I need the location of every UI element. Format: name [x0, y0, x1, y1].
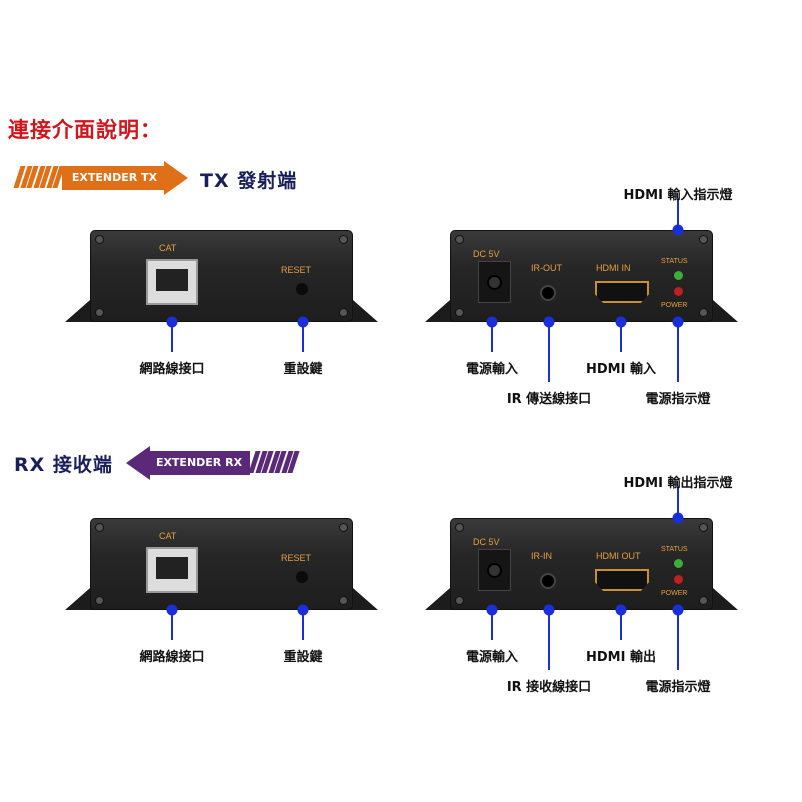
screw-icon	[95, 523, 104, 532]
callout-label: 重設鍵	[283, 362, 323, 377]
screw-icon	[339, 235, 348, 244]
rj45-port-icon	[146, 259, 198, 305]
hdmi-port-icon	[595, 281, 649, 303]
reset-label: RESET	[281, 553, 312, 563]
arrow-right-icon	[164, 161, 188, 195]
callout-dot	[615, 316, 627, 328]
callout-dot	[486, 604, 498, 616]
hdmi-label: HDMI IN	[596, 263, 631, 273]
cat-device-body: CAT RESET	[90, 230, 353, 322]
screw-icon	[699, 308, 708, 317]
callout-label: HDMI 輸出指示燈	[623, 476, 733, 491]
ir-label: IR-OUT	[531, 263, 562, 273]
arrow-left-icon	[126, 446, 150, 480]
dc-label: DC 5V	[473, 537, 500, 547]
power-label: POWER	[661, 302, 688, 309]
banner-band: EXTENDER RX	[148, 451, 250, 475]
screw-icon	[95, 308, 104, 317]
banner-band: EXTENDER TX	[62, 166, 167, 190]
callout-label: 網路線接口	[139, 362, 205, 377]
screw-icon	[455, 235, 464, 244]
screw-icon	[699, 235, 708, 244]
screw-icon	[339, 596, 348, 605]
screw-icon	[699, 523, 708, 532]
hdmi-port-icon	[595, 569, 649, 591]
section-heading: RX 接收端	[14, 454, 113, 476]
cat-port-label: CAT	[159, 531, 177, 541]
callout-line	[677, 198, 679, 230]
ir-jack-icon	[540, 285, 556, 301]
callout-line	[171, 610, 173, 640]
callout-line	[548, 610, 550, 670]
callout-label: 網路線接口	[139, 650, 205, 665]
callout-dot	[672, 224, 684, 236]
screw-icon	[339, 523, 348, 532]
cat-device-body: CAT RESET	[90, 518, 353, 610]
status-led-icon	[674, 559, 683, 568]
callout-dot	[672, 604, 684, 616]
callout-line	[548, 322, 550, 382]
callout-dot	[297, 316, 309, 328]
callout-label: IR 傳送線接口	[506, 392, 592, 407]
rj45-socket	[156, 269, 188, 291]
callout-line	[491, 322, 493, 352]
callout-dot	[672, 512, 684, 524]
screw-icon	[455, 523, 464, 532]
callout-dot	[166, 316, 178, 328]
dc-pin	[487, 275, 502, 290]
reset-button-icon	[296, 571, 308, 583]
hdmi-device-body: DC 5V IR-OUT HDMI IN STATUS POWER	[450, 230, 713, 322]
callout-line	[677, 610, 679, 670]
callout-dot	[615, 604, 627, 616]
status-led-icon	[674, 271, 683, 280]
callout-label: 電源指示燈	[645, 680, 711, 695]
callout-line	[302, 610, 304, 640]
callout-label: 電源輸入	[465, 362, 519, 377]
hdmi-device-body: DC 5V IR-IN HDMI OUT STATUS POWER	[450, 518, 713, 610]
callout-dot	[543, 604, 555, 616]
rj45-port-icon	[146, 547, 198, 593]
cat-port-label: CAT	[159, 243, 177, 253]
callout-line	[302, 322, 304, 352]
reset-button-icon	[296, 283, 308, 295]
screw-icon	[455, 596, 464, 605]
callout-dot	[672, 316, 684, 328]
power-led-icon	[674, 287, 683, 296]
callout-line	[171, 322, 173, 352]
callout-label: IR 接收線接口	[506, 680, 592, 695]
ir-label: IR-IN	[531, 551, 552, 561]
callout-line	[620, 322, 622, 352]
callout-line	[491, 610, 493, 640]
callout-line	[620, 610, 622, 640]
screw-icon	[339, 308, 348, 317]
callout-line	[677, 322, 679, 382]
callout-label: HDMI 輸入	[586, 362, 656, 377]
callout-label: HDMI 輸出	[586, 650, 656, 665]
screw-icon	[699, 596, 708, 605]
dc-label: DC 5V	[473, 249, 500, 259]
rj45-socket	[156, 557, 188, 579]
callout-label: HDMI 輸入指示燈	[623, 188, 733, 203]
callout-label: 電源輸入	[465, 650, 519, 665]
callout-dot	[486, 316, 498, 328]
power-led-icon	[674, 575, 683, 584]
callout-dot	[297, 604, 309, 616]
status-label: STATUS	[661, 258, 688, 265]
section-heading: TX 發射端	[200, 170, 298, 192]
reset-label: RESET	[281, 265, 312, 275]
ir-jack-icon	[540, 573, 556, 589]
power-label: POWER	[661, 590, 688, 597]
callout-dot	[166, 604, 178, 616]
status-label: STATUS	[661, 546, 688, 553]
hdmi-label: HDMI OUT	[596, 551, 641, 561]
screw-icon	[95, 235, 104, 244]
callout-label: 電源指示燈	[645, 392, 711, 407]
dc-pin	[487, 563, 502, 578]
callout-line	[677, 486, 679, 518]
screw-icon	[455, 308, 464, 317]
screw-icon	[95, 596, 104, 605]
callout-dot	[543, 316, 555, 328]
callout-label: 重設鍵	[283, 650, 323, 665]
page-title: 連接介面說明：	[8, 118, 162, 142]
